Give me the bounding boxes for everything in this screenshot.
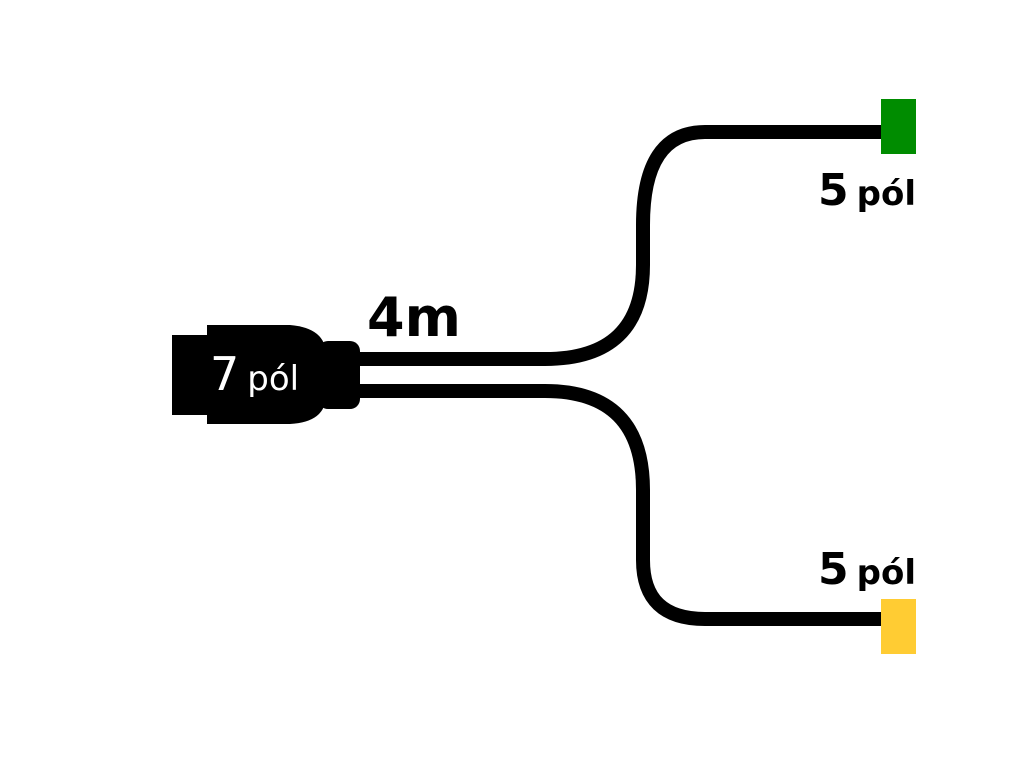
output-plug-upper: [881, 99, 916, 154]
output-upper-number: 5: [818, 165, 849, 216]
main-connector: [172, 325, 360, 424]
connector-collar: [318, 341, 360, 409]
connector-housing: [207, 325, 326, 424]
cable-length-label: 4m: [367, 286, 461, 349]
cables: [356, 125, 885, 626]
cable-upper: [356, 125, 885, 366]
main-connector-unit: pól: [247, 359, 299, 399]
connector-back-plate: [172, 335, 212, 415]
output-upper-unit: pól: [857, 174, 916, 214]
main-connector-number: 7: [210, 347, 239, 401]
output-lower-number: 5: [818, 544, 849, 595]
output-lower-unit: pól: [857, 553, 916, 593]
output-plug-lower: [881, 599, 916, 654]
cable-lower: [356, 384, 885, 626]
